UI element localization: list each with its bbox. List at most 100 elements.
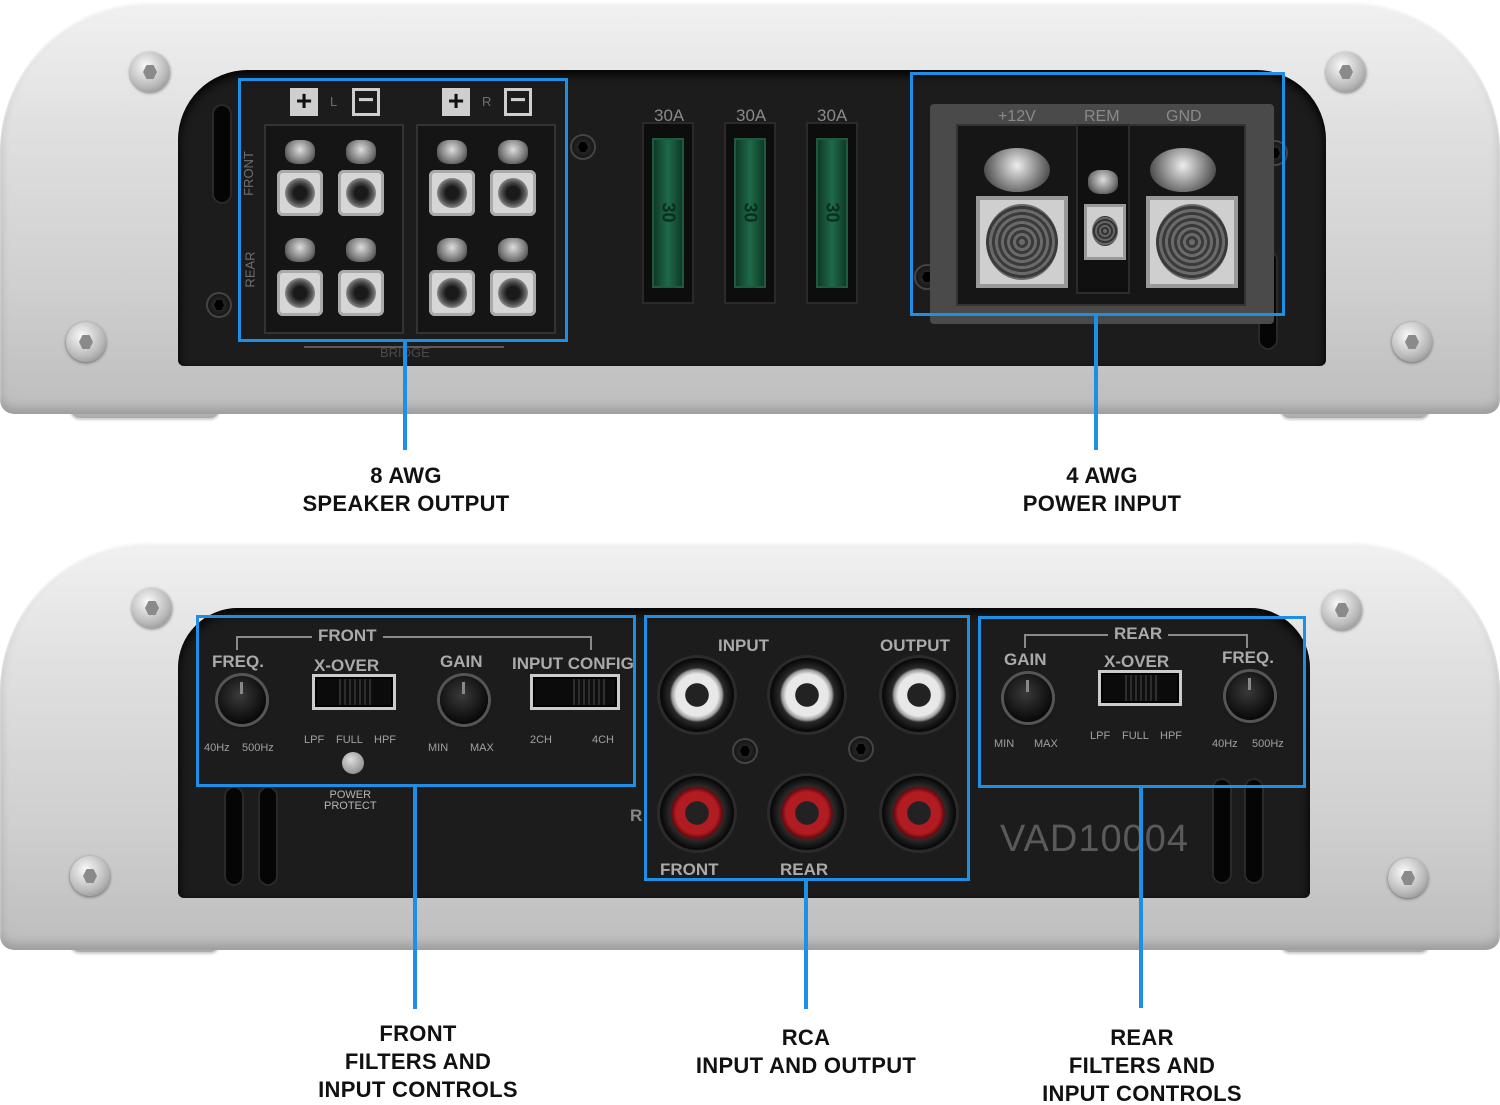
front-gain-max: MAX: [470, 742, 494, 754]
front-filters-caption: FRONT FILTERS AND INPUT CONTROLS: [318, 1021, 518, 1102]
plus12v-port[interactable]: [976, 196, 1068, 288]
rca-input-rear-left-jack[interactable]: [770, 658, 844, 732]
front-filters-highlight: [196, 615, 636, 787]
terminal-screw-icon[interactable]: [346, 238, 376, 262]
panel-vent: [1212, 778, 1232, 884]
right-channel-label: R: [482, 94, 492, 109]
power-input-callout-line: [1094, 316, 1098, 450]
terminal-screw-icon[interactable]: [498, 238, 528, 262]
terminal-screw-icon[interactable]: [346, 140, 376, 164]
rem-terminal-screw-icon[interactable]: [1088, 170, 1118, 194]
speaker-wire-port[interactable]: [338, 170, 384, 216]
fuse-rating-label: 30A: [736, 106, 767, 125]
rca-input-front-left-jack[interactable]: [660, 658, 734, 732]
minus-icon: −: [352, 86, 380, 116]
front-xover-label: X-OVER: [314, 656, 380, 675]
front-xover-switch[interactable]: [312, 674, 396, 710]
panel-vent: [258, 786, 278, 886]
front-gain-min: MIN: [428, 742, 449, 754]
input-config-4ch: 4CH: [592, 734, 615, 746]
terminal-screw-icon[interactable]: [285, 238, 315, 262]
speaker-output-highlight: [238, 78, 568, 342]
front-gain-label: GAIN: [440, 652, 483, 671]
panel-screw-icon: [206, 292, 232, 318]
front-xover-full: FULL: [336, 734, 363, 746]
front-freq-knob[interactable]: [218, 676, 266, 724]
rear-freq-label: FREQ.: [1222, 648, 1274, 667]
left-channel-label: L: [330, 94, 338, 109]
case-screw-icon: [1322, 590, 1362, 630]
speaker-output-callout-line: [403, 342, 407, 450]
rca-input-label: INPUT: [718, 636, 769, 655]
power-protect-led: [342, 752, 364, 774]
fuse[interactable]: 30: [652, 138, 684, 288]
terminal-screw-icon[interactable]: [285, 140, 315, 164]
plus-icon: +: [442, 87, 470, 116]
rear-gain-max: MAX: [1034, 738, 1058, 750]
rca-output-right-jack[interactable]: [882, 776, 956, 850]
rca-input-front-right-jack[interactable]: [660, 776, 734, 850]
input-config-2ch: 2CH: [530, 734, 553, 746]
fuse[interactable]: 30: [816, 138, 848, 288]
rear-xover-hpf: HPF: [1160, 730, 1182, 742]
rear-filters-callout-line: [1139, 788, 1143, 1008]
front-gain-knob[interactable]: [440, 676, 488, 724]
case-screw-icon: [1388, 858, 1428, 898]
rem-label: REM: [1084, 108, 1120, 125]
rear-xover-label: X-OVER: [1104, 652, 1170, 671]
fuse[interactable]: 30: [734, 138, 766, 288]
speaker-wire-port[interactable]: [429, 170, 475, 216]
speaker-wire-port[interactable]: [277, 170, 323, 216]
rem-port[interactable]: [1084, 204, 1126, 260]
rear-xover-full: FULL: [1122, 730, 1149, 742]
ground-terminal-screw-icon[interactable]: [1150, 148, 1216, 192]
speaker-wire-port[interactable]: [338, 270, 384, 316]
power-input-highlight: [910, 72, 1285, 316]
speaker-wire-port[interactable]: [429, 270, 475, 316]
panel-screw-icon: [570, 134, 596, 160]
model-number: VAD10004: [1000, 818, 1189, 860]
rear-freq-min: 40Hz: [1212, 738, 1238, 750]
fuse-rating-label: 30A: [817, 106, 848, 125]
terminal-screw-icon[interactable]: [437, 140, 467, 164]
front-freq-min: 40Hz: [204, 742, 230, 754]
fuse-holder: 30: [642, 122, 694, 304]
front-group-bracket: [236, 636, 592, 650]
front-filters-callout-line: [413, 787, 417, 1009]
panel-vent: [1244, 778, 1264, 884]
power-terminal-screw-icon[interactable]: [984, 148, 1050, 192]
rear-gain-knob[interactable]: [1004, 674, 1052, 722]
fuse-rating-label: 30A: [654, 106, 685, 125]
front-xover-hpf: HPF: [374, 734, 396, 746]
rear-filters-caption: REAR FILTERS AND INPUT CONTROLS: [1042, 1025, 1242, 1105]
fuse-holder: 30: [724, 122, 776, 304]
speaker-wire-port[interactable]: [490, 170, 536, 216]
rca-io-callout-line: [804, 881, 808, 1009]
rear-xover-lpf: LPF: [1090, 730, 1111, 742]
rear-freq-knob[interactable]: [1226, 672, 1274, 720]
rca-front-label: FRONT: [660, 860, 719, 879]
fuse-holder: 30: [806, 122, 858, 304]
power-input-caption: 4 AWG POWER INPUT: [1022, 463, 1182, 516]
plus-icon: +: [290, 87, 318, 116]
case-screw-icon: [132, 588, 172, 628]
rear-freq-max: 500Hz: [1252, 738, 1284, 750]
rear-filters-highlight: [978, 616, 1306, 788]
gnd-port[interactable]: [1146, 196, 1238, 288]
gnd-label: GND: [1166, 108, 1202, 125]
speaker-wire-port[interactable]: [277, 270, 323, 316]
front-group-label: FRONT: [312, 626, 383, 646]
rca-output-left-jack[interactable]: [882, 658, 956, 732]
rca-input-rear-right-jack[interactable]: [770, 776, 844, 850]
terminal-screw-icon[interactable]: [437, 238, 467, 262]
rca-io-highlight: [644, 615, 970, 881]
rear-gain-min: MIN: [994, 738, 1015, 750]
terminal-screw-icon[interactable]: [498, 140, 528, 164]
panel-vent: [212, 104, 232, 204]
speaker-wire-port[interactable]: [490, 270, 536, 316]
speaker-output-caption: 8 AWG SPEAKER OUTPUT: [302, 463, 510, 516]
rear-xover-switch[interactable]: [1098, 670, 1182, 706]
input-config-switch[interactable]: [530, 674, 620, 710]
case-screw-icon: [1326, 52, 1366, 92]
panel-vent: [224, 786, 244, 886]
